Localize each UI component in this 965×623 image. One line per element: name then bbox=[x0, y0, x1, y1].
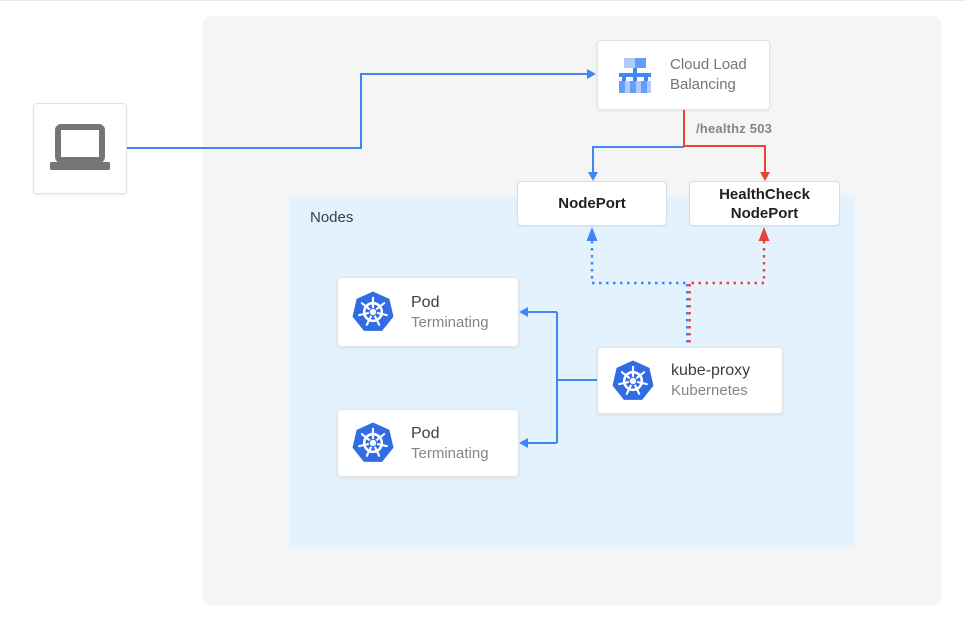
nodeport-box: NodePort bbox=[517, 181, 667, 226]
kube-proxy-title: kube-proxy bbox=[671, 362, 751, 379]
kubernetes-icon bbox=[352, 422, 394, 464]
healthcheck-nodeport-label: HealthCheck NodePort bbox=[719, 185, 810, 222]
pod-status: Terminating bbox=[411, 313, 489, 331]
kubernetes-icon bbox=[352, 291, 394, 333]
cloud-load-balancing-card: Cloud Load Balancing bbox=[597, 40, 770, 110]
healthcheck-nodeport-box: HealthCheck NodePort bbox=[689, 181, 840, 226]
cloud-load-balancing-label: Cloud Load Balancing bbox=[670, 56, 747, 93]
nodes-panel-label: Nodes bbox=[310, 209, 354, 226]
laptop-icon bbox=[50, 123, 110, 170]
pod-title: Pod bbox=[411, 293, 440, 311]
kube-proxy-subtitle: Kubernetes bbox=[671, 382, 748, 399]
client-card bbox=[33, 103, 127, 194]
nodeport-label: NodePort bbox=[558, 195, 626, 212]
kube-proxy-card: kube-proxy Kubernetes bbox=[597, 347, 783, 414]
pod-status: Terminating bbox=[411, 444, 489, 462]
pod-terminating-card: Pod Terminating bbox=[337, 277, 519, 347]
load-balancer-icon bbox=[619, 57, 651, 93]
pod-title: Pod bbox=[411, 424, 440, 442]
healthz-503-label: /healthz 503 bbox=[696, 121, 773, 136]
kubernetes-icon bbox=[612, 360, 654, 402]
top-divider bbox=[0, 0, 965, 1]
pod-terminating-card: Pod Terminating bbox=[337, 409, 519, 477]
